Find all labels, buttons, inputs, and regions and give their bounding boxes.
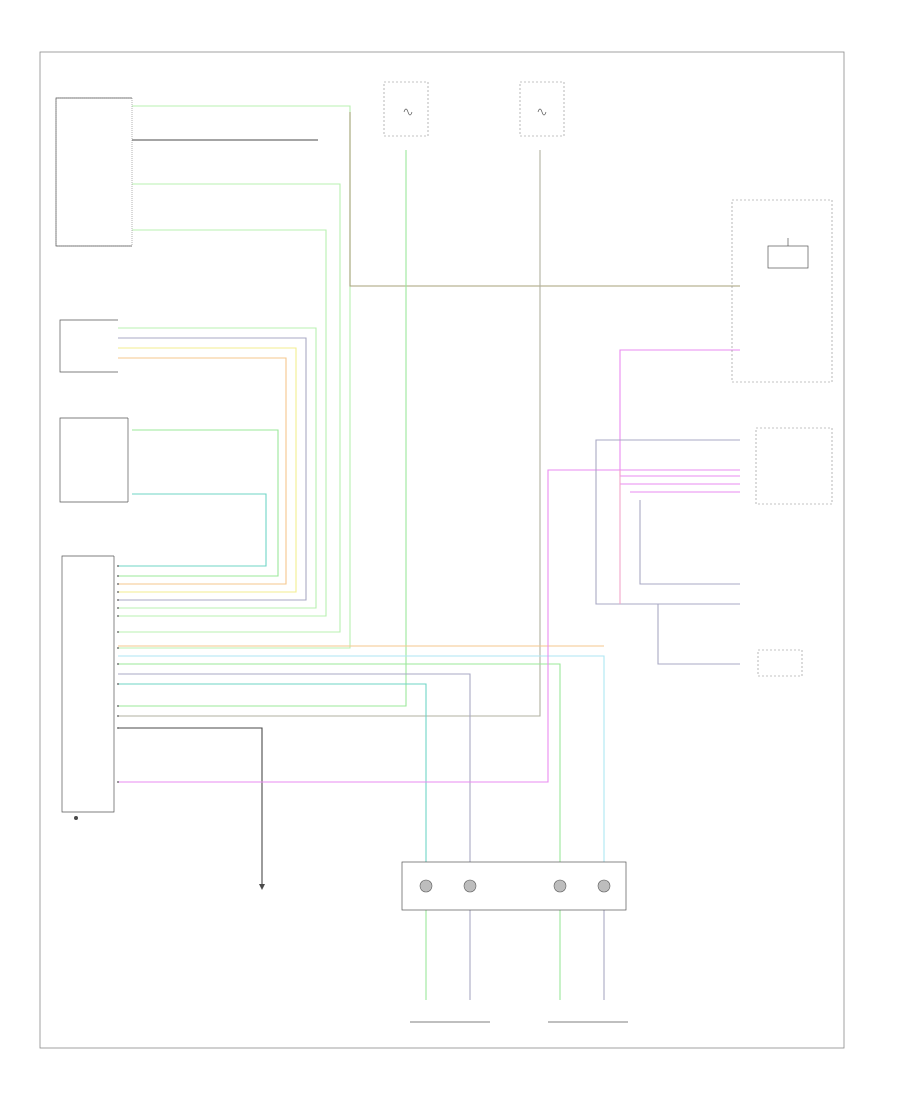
wire-occ-4 — [118, 357, 287, 585]
ground-component — [259, 884, 265, 890]
wire-dlc-gray — [639, 500, 740, 585]
wire-occ-2 — [118, 337, 307, 601]
wires — [118, 105, 740, 1000]
wire-fuse-run — [118, 150, 541, 717]
wire-rcm-clock-3 — [118, 663, 561, 862]
bcm-component — [755, 427, 833, 505]
wire-pretensioner-2 — [118, 229, 327, 617]
clockspring-component — [401, 861, 627, 911]
wire-pass-sensor-1 — [118, 429, 279, 577]
rcm-component — [61, 555, 119, 820]
wire-rcm-clock-1 — [118, 683, 427, 862]
rcm-pins — [117, 565, 119, 783]
passenger-sensor-component — [59, 417, 129, 503]
driver-seat-component — [55, 97, 133, 247]
wire-occ-1 — [118, 327, 317, 609]
wire-rcm-diag — [118, 469, 740, 783]
wire-seatbelt-switch — [118, 105, 351, 649]
fuse-batt-component — [383, 81, 429, 137]
wire-cluster-feed — [349, 112, 740, 287]
wire-pretensioner-1 — [118, 183, 341, 633]
wire-pass-sensor-2 — [118, 493, 267, 567]
wire-occ-3 — [118, 347, 297, 593]
instrument-cluster-component — [731, 199, 833, 383]
wire-dlc-module — [657, 604, 740, 665]
wire-bcm-dlc — [595, 439, 740, 605]
wire-fuse-batt — [118, 150, 407, 707]
occupant-classification-component — [59, 319, 118, 373]
wire-cluster-bcm — [619, 349, 740, 477]
wire-rcm-clock-2 — [118, 673, 471, 862]
fuse-run-component — [519, 81, 565, 137]
right-module-component — [757, 649, 803, 677]
rcm-mount-dot — [74, 816, 78, 820]
wire-rcm-ground — [118, 727, 263, 884]
wire-rcm-clock-4 — [118, 655, 605, 862]
diagram-frame — [39, 51, 845, 1049]
